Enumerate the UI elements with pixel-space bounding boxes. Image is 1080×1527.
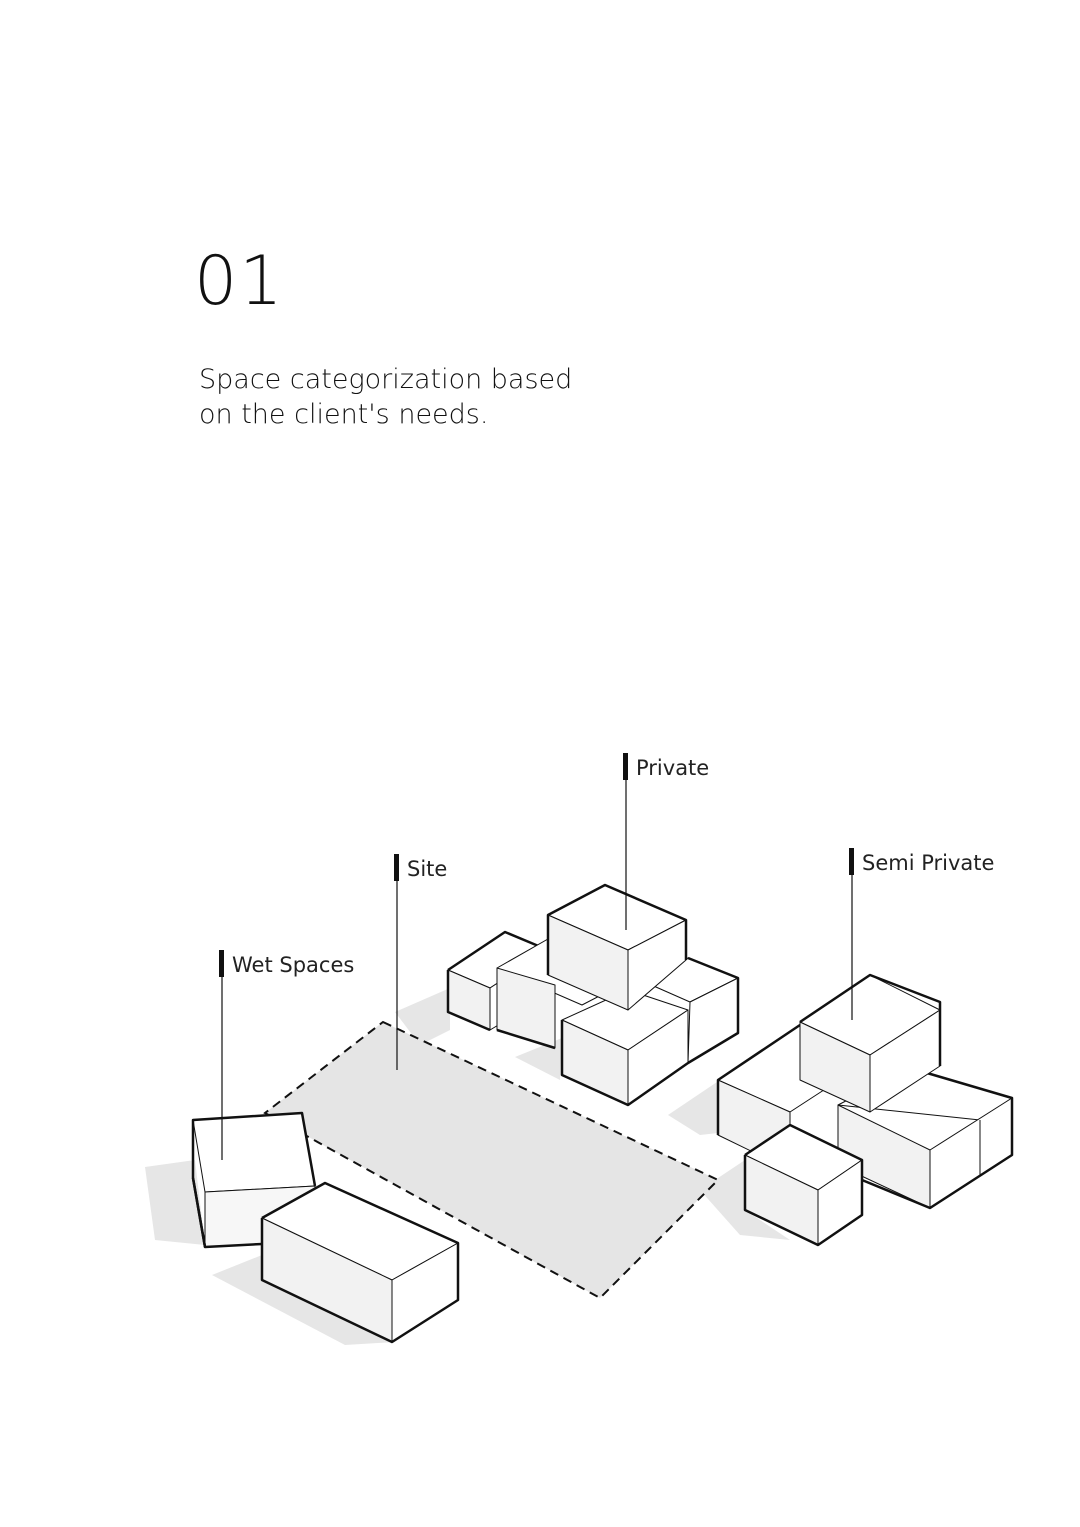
description-line-1: Space categorization based xyxy=(199,364,573,395)
label-site: Site xyxy=(394,854,447,1070)
label-wet-spaces: Wet Spaces xyxy=(219,950,354,1160)
svg-text:Semi Private: Semi Private xyxy=(862,851,994,875)
svg-text:Site: Site xyxy=(407,857,447,881)
semi-private-cluster xyxy=(716,973,1014,1247)
label-semi-private: Semi Private xyxy=(849,848,994,1020)
site-area xyxy=(263,1020,720,1300)
wet-spaces-cluster xyxy=(191,1111,460,1344)
step-number: 01 xyxy=(194,242,285,321)
svg-text:Private: Private xyxy=(636,756,709,780)
step-description: Space categorization based on the client… xyxy=(199,362,619,432)
label-private: Private xyxy=(623,753,709,930)
description-line-2: on the client's needs. xyxy=(199,399,489,430)
private-cluster xyxy=(446,883,740,1107)
svg-text:Wet Spaces: Wet Spaces xyxy=(232,953,354,977)
